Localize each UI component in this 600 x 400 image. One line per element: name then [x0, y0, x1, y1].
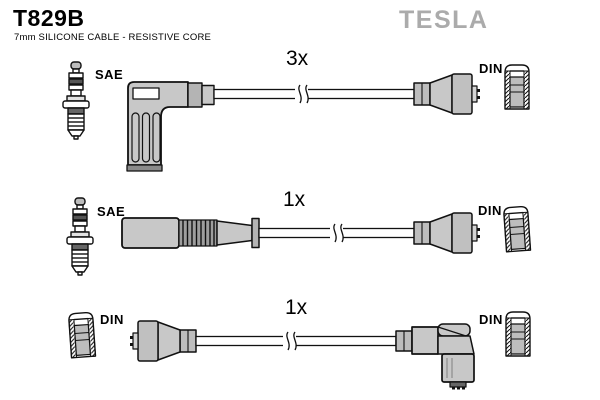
sae-label: SAE	[97, 204, 125, 219]
din-socket-icon	[502, 205, 532, 253]
cable-spec-subtitle: 7mm SILICONE CABLE - RESISTIVE CORE	[14, 32, 212, 43]
din-label: DIN	[479, 61, 503, 76]
spark-plug-icon	[62, 61, 90, 140]
din-label: DIN	[100, 312, 124, 327]
cable-break-icon	[295, 84, 309, 104]
sae-label: SAE	[95, 67, 123, 82]
straight-connector-icon	[413, 73, 481, 115]
cable-break-icon	[330, 223, 344, 243]
bellows-boot-icon	[121, 217, 260, 249]
elbow-boot-icon	[126, 81, 215, 172]
quantity-label: 1x	[285, 296, 308, 319]
straight-connector-icon	[129, 320, 197, 362]
din-label: DIN	[479, 312, 503, 327]
cable-break-icon	[283, 331, 297, 351]
cable	[213, 88, 419, 100]
din-socket-icon	[67, 311, 97, 359]
cable-row-2: 1x SAE DIN	[66, 188, 532, 276]
quantity-label: 1x	[283, 188, 306, 211]
din-socket-icon	[505, 311, 531, 357]
part-number: T829B	[13, 5, 85, 31]
cable-row-3: 1x DIN DIN	[67, 296, 531, 391]
cable-row-1: 3x SAE DIN	[62, 47, 530, 172]
elbow-boot-icon	[395, 323, 475, 391]
straight-connector-icon	[413, 212, 481, 254]
tesla-logo: TESLA	[399, 6, 489, 34]
din-socket-icon	[504, 64, 530, 110]
din-label: DIN	[478, 203, 502, 218]
quantity-label: 3x	[286, 47, 309, 70]
spark-plug-icon	[66, 197, 94, 276]
